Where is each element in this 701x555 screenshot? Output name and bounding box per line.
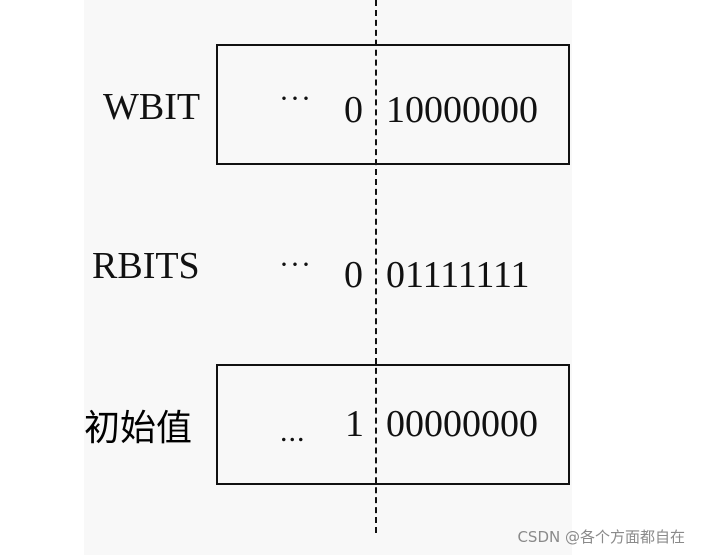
row-label-wbit: WBIT bbox=[103, 86, 201, 128]
rbits-high-bit: 0 bbox=[344, 254, 363, 296]
watermark: CSDN @各个方面都自在 bbox=[517, 528, 685, 546]
wbit-low-bits: 10000000 bbox=[386, 89, 538, 131]
wbit-box bbox=[216, 44, 570, 165]
row-label-rbits: RBITS bbox=[92, 245, 200, 287]
initial-value-box bbox=[216, 364, 570, 485]
row-label-initial-value: 初始值 bbox=[84, 408, 193, 449]
initial-value-ellipsis: ... bbox=[280, 415, 306, 448]
rbits-ellipsis: ··· bbox=[279, 248, 312, 281]
rbits-low-bits: 01111111 bbox=[386, 254, 530, 296]
initial-value-high-bit: 1 bbox=[345, 403, 364, 445]
wbit-ellipsis: ··· bbox=[279, 82, 312, 115]
diagram-panel bbox=[84, 0, 572, 555]
bit-boundary-dashed-line bbox=[375, 0, 377, 533]
initial-value-low-bits: 00000000 bbox=[386, 403, 538, 445]
wbit-high-bit: 0 bbox=[344, 89, 363, 131]
